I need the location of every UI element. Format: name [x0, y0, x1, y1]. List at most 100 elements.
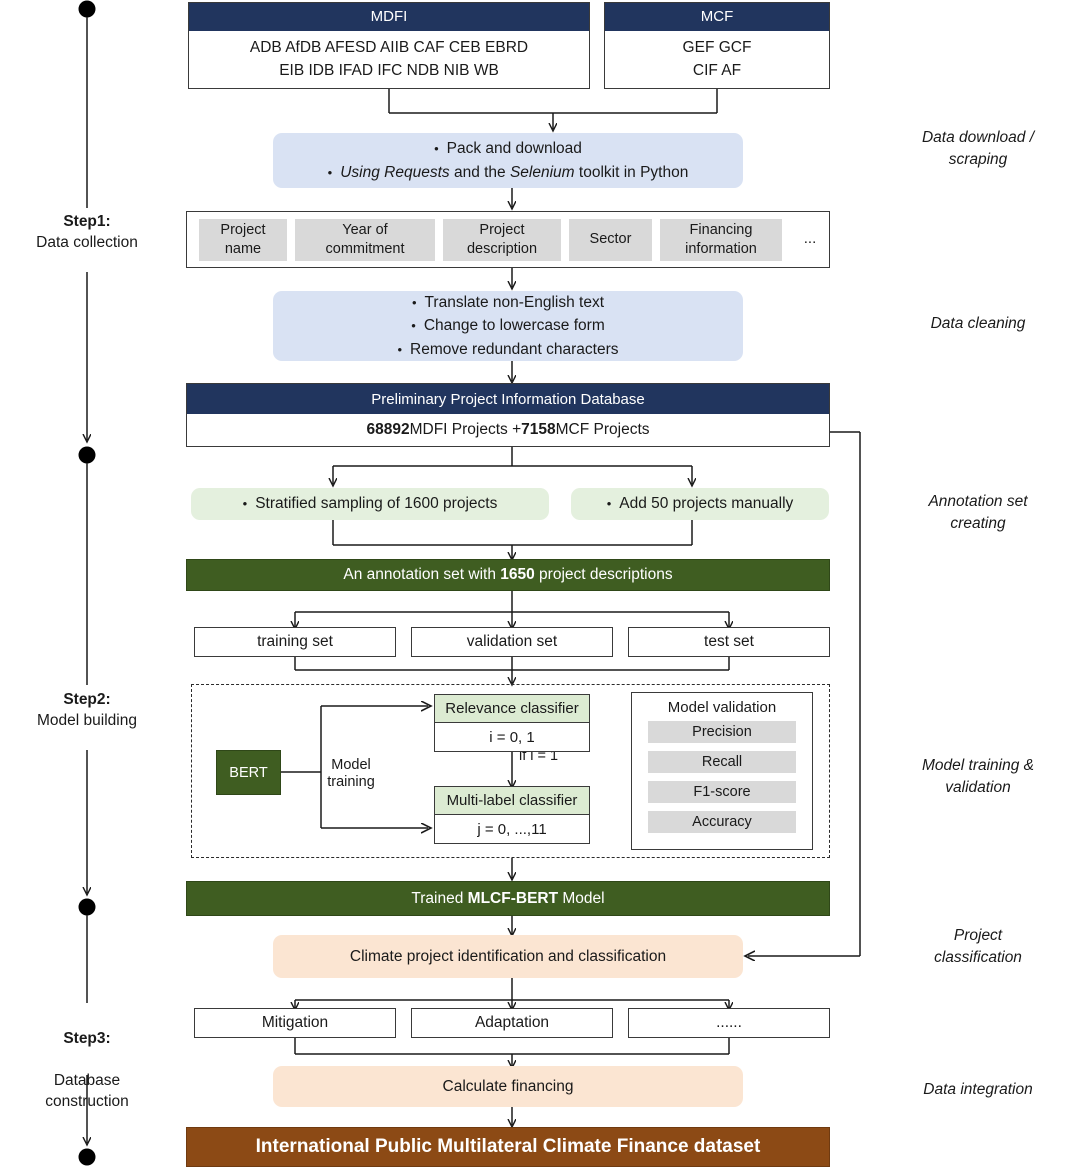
bullet-dot-icon: •: [327, 164, 333, 180]
label-mdfi: MDFI Projects +: [409, 421, 522, 438]
database-counts: 68892 MDFI Projects + 7158 MCF Projects: [187, 414, 829, 446]
step-3-title: Step3:: [63, 1029, 111, 1047]
count-mdfi: 68892: [366, 421, 410, 438]
preliminary-database: Preliminary Project Information Database…: [186, 383, 830, 447]
annotation-set-bar: An annotation set with 1650 project desc…: [186, 559, 830, 591]
split-test-set: test set: [628, 627, 830, 657]
process-calculate-financing: Calculate financing: [273, 1066, 743, 1107]
pack-download-bullet-1: • Pack and download: [434, 137, 582, 160]
model-validation-title: Model validation: [667, 699, 777, 716]
model-building-container: [191, 684, 830, 858]
process-pack-download: • Pack and download • Using Requests and…: [273, 133, 743, 188]
add-manual-bullet: • Add 50 projects manually: [607, 492, 794, 515]
stratified-sampling-bullet: • Stratified sampling of 1600 projects: [243, 492, 498, 515]
trained-model-pre: Trained: [411, 889, 468, 907]
step-3-subtitle: Database construction: [45, 1071, 129, 1110]
model-training-label: Model training: [327, 757, 375, 791]
stratified-sampling-text: Stratified sampling of 1600 projects: [255, 495, 498, 513]
annotation-model-training: Model training & validation: [921, 757, 1034, 796]
annotation-project-classification: Project classification: [934, 927, 1022, 966]
database-header: Preliminary Project Information Database: [187, 384, 829, 414]
step-label-3: Step3: Database construction: [2, 1008, 172, 1113]
annotation-data-cleaning: Data cleaning: [930, 315, 1026, 332]
source-mdfi-header: MDFI: [189, 3, 589, 31]
field-ellipsis: ...: [803, 230, 817, 248]
split-validation-set: validation set: [411, 627, 613, 657]
metric-precision: Precision: [648, 721, 796, 743]
annotation-set-text: An annotation set with 1650 project desc…: [343, 566, 672, 584]
source-mcf-line-1: GEF GCF: [682, 39, 752, 57]
model-validation-panel: Model validation Precision Recall F1-sco…: [631, 692, 813, 850]
split-training-set: training set: [194, 627, 396, 657]
trained-model-text: Trained MLCF-BERT Model: [411, 890, 604, 908]
source-mdfi-line-1: ADB AfDB AFESD AIIB CAF CEB EBRD: [249, 39, 529, 57]
bullet-dot-icon: •: [242, 496, 248, 512]
cleaning-text-2: Change to lowercase form: [423, 317, 605, 335]
bullet-dot-icon: •: [606, 496, 612, 512]
multilabel-classifier-title: Multi-label classifier: [435, 787, 589, 815]
selenium-emphasis: Selenium: [509, 163, 575, 181]
field-financing-information: Financing information: [660, 218, 782, 261]
label-mcf: MCF Projects: [555, 421, 650, 438]
step-2-subtitle: Model building: [37, 711, 137, 729]
cleaning-text-1: Translate non-English text: [424, 294, 605, 312]
step-2-title: Step2:: [63, 691, 111, 708]
field-sector: Sector: [569, 218, 652, 261]
step-1-subtitle: Data collection: [36, 233, 138, 251]
source-mcf-line-2: CIF AF: [692, 61, 742, 79]
metric-accuracy: Accuracy: [648, 811, 796, 833]
metric-f1-score: F1-score: [648, 781, 796, 803]
process-data-cleaning: • Translate non-English text • Change to…: [273, 291, 743, 361]
annotation-set-count: 1650: [500, 566, 535, 583]
field-project-name: Project name: [199, 218, 287, 261]
source-box-mdfi: MDFI ADB AfDB AFESD AIIB CAF CEB EBRD EI…: [188, 2, 590, 89]
annotation-set-post: project descriptions: [534, 566, 673, 583]
condition-label: if i = 1: [519, 748, 559, 764]
calculate-financing-text: Calculate financing: [442, 1077, 574, 1095]
bullet-dot-icon: •: [411, 318, 416, 334]
source-box-mcf: MCF GEF GCF CIF AF: [604, 2, 830, 89]
field-year-of-commitment: Year of commitment: [295, 218, 435, 261]
count-mcf: 7158: [521, 421, 556, 438]
source-mdfi-line-2: EIB IDB IFAD IFC NDB NIB WB: [279, 61, 499, 79]
process-stratified-sampling: • Stratified sampling of 1600 projects: [191, 488, 549, 520]
relevance-classifier-title: Relevance classifier: [435, 695, 589, 723]
add-manual-text: Add 50 projects manually: [619, 495, 794, 513]
bullet-dot-icon: •: [411, 295, 417, 311]
process-add-manual: • Add 50 projects manually: [571, 488, 829, 520]
bullet-dot-icon: •: [397, 341, 403, 357]
cleaning-text-3: Remove redundant characters: [410, 340, 619, 358]
project-fields-frame: Project name Year of commitment Project …: [186, 211, 830, 268]
pack-download-text-1: Pack and download: [446, 140, 582, 158]
step-label-1: Step1: Data collection: [2, 212, 172, 254]
source-mdfi-body: ADB AfDB AFESD AIIB CAF CEB EBRD EIB IDB…: [189, 31, 589, 88]
final-dataset-bar: International Public Multilateral Climat…: [186, 1127, 830, 1167]
metric-recall: Recall: [648, 751, 796, 773]
source-mcf-header: MCF: [605, 3, 829, 31]
annotation-set-pre: An annotation set with: [343, 566, 501, 583]
pack-download-text-2: Using Requests and the Selenium toolkit …: [340, 161, 688, 184]
relevance-classifier-output: i = 0, 1: [489, 728, 535, 746]
cleaning-bullet-2: • Change to lowercase form: [411, 314, 604, 337]
category-adaptation: Adaptation: [411, 1008, 613, 1038]
annotation-annotation-set: Annotation set creating: [928, 493, 1028, 532]
pack-download-bullet-2: • Using Requests and the Selenium toolki…: [328, 161, 689, 184]
category-mitigation: Mitigation: [194, 1008, 396, 1038]
step-1-title: Step1:: [63, 213, 111, 230]
cleaning-bullet-1: • Translate non-English text: [412, 291, 604, 314]
process-climate-classification: Climate project identification and class…: [273, 935, 743, 978]
trained-model-name: MLCF-BERT: [467, 889, 559, 907]
bert-node: BERT: [216, 750, 281, 795]
trained-model-bar: Trained MLCF-BERT Model: [186, 881, 830, 916]
relevance-classifier: Relevance classifier i = 0, 1: [434, 694, 590, 752]
category-other: ......: [628, 1008, 830, 1038]
pack-download-post: toolkit in Python: [574, 163, 689, 181]
source-mcf-body: GEF GCF CIF AF: [605, 31, 829, 88]
annotation-data-integration: Data integration: [923, 1081, 1033, 1098]
field-project-description: Project description: [443, 218, 561, 261]
multilabel-classifier: Multi-label classifier j = 0, ...,11: [434, 786, 590, 844]
multilabel-classifier-output: j = 0, ...,11: [477, 820, 547, 838]
cleaning-bullet-3: • Remove redundant characters: [397, 338, 618, 361]
annotation-data-download: Data download / scraping: [921, 129, 1035, 168]
